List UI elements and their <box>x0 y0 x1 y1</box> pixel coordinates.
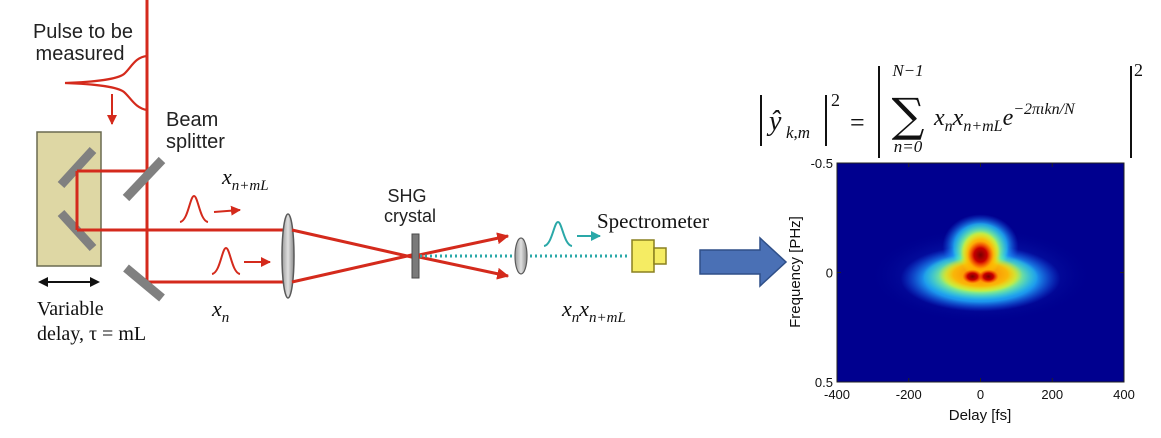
focusing-lens <box>281 213 295 299</box>
lower-mirror <box>123 264 165 302</box>
frog-formula: ŷ k,m 2 = N−1 ∑ n=0 xnxn+mLe−2πιkn/N 2 <box>760 60 1143 158</box>
x-tick-label: 200 <box>1041 387 1063 402</box>
formula-sigma: ∑ <box>892 88 925 142</box>
shg-label-line2: crystal <box>384 206 436 226</box>
frog-trace-chart: -400 -200 0 200 400 -0.5 0 0.5 Delay [fs] Frequ… <box>787 156 1135 424</box>
spectrometer-body <box>631 239 655 273</box>
x-tick-label: -200 <box>896 387 922 402</box>
label-x-n: xn <box>211 296 229 326</box>
x-tick-label: 0 <box>977 387 984 402</box>
delay-mirror-top <box>57 146 97 189</box>
heat-region-peak-lower-right <box>978 269 999 284</box>
heat-region-peak <box>967 240 994 269</box>
formula-lhs-sub: k,m <box>786 123 810 142</box>
y-tick-label: -0.5 <box>811 156 833 171</box>
beam-diverge-lower <box>418 255 510 280</box>
delay-arrowhead-right <box>90 277 100 287</box>
beam-splitter-label-line2: splitter <box>166 131 225 153</box>
pulse-label-line2: measured <box>36 43 125 65</box>
beam-converge-upper <box>291 228 417 260</box>
formula-sum-upper: N−1 <box>891 61 923 80</box>
collimating-lens <box>514 237 528 275</box>
shg-pulse-icon <box>543 220 573 247</box>
formula-rhs-power: 2 <box>1134 60 1143 80</box>
heat-region-peak-lower <box>962 269 983 284</box>
shg-crystal <box>411 233 420 279</box>
label-x-n-plus-mL: xn+mL <box>221 164 269 194</box>
formula-sum-lower: n=0 <box>894 137 923 156</box>
shg-label-line1: SHG <box>387 186 426 206</box>
formula-lhs-power: 2 <box>831 90 840 110</box>
x-tick-label: -400 <box>824 387 850 402</box>
chart-x-axis-label: Delay [fs] <box>949 407 1012 424</box>
pulse-upper-arm-icon <box>179 194 209 223</box>
formula-term: xnxn+mLe−2πιkn/N <box>933 101 1076 135</box>
pulse-lower-arm-icon <box>211 246 241 275</box>
x-tick-label: 400 <box>1113 387 1135 402</box>
spectrometer-port <box>653 247 667 265</box>
beam-splitter <box>122 156 166 202</box>
pulse-label-line1: Pulse to be <box>33 21 133 43</box>
variable-delay-line2: delay, τ = mL <box>37 323 146 345</box>
y-tick-label: 0.5 <box>815 375 833 390</box>
delay-arrowhead-left <box>38 277 48 287</box>
chart-y-axis-label: Frequency [PHz] <box>787 216 804 328</box>
label-product: xnxn+mL <box>561 296 626 326</box>
formula-equals: = <box>850 108 865 137</box>
pulse-upper-arm-arrow <box>213 205 241 216</box>
formula-lhs-symbol: ŷ <box>766 106 782 137</box>
spectrometer-label: Spectrometer <box>597 209 709 233</box>
flow-arrow <box>699 236 788 288</box>
beam-converge-lower <box>291 252 417 284</box>
variable-delay-line1: Variable <box>37 298 104 320</box>
y-tick-label: 0 <box>826 266 833 281</box>
incoming-pulse-icon <box>64 54 148 112</box>
beam-splitter-label-line1: Beam <box>166 109 218 131</box>
beam-diverge-upper <box>418 232 510 257</box>
